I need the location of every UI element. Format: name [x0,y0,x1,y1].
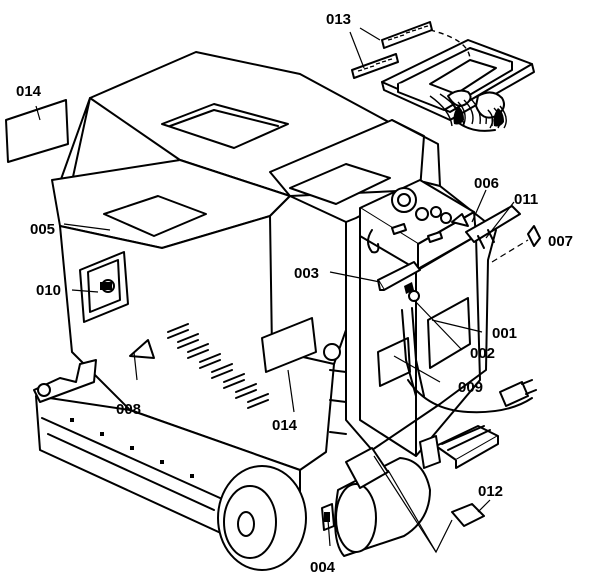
label-014-top: 014 [16,83,42,100]
vacuum-hose-assembly [381,39,535,132]
label-009: 009 [458,379,483,396]
leader-lines [35,27,515,547]
machine-body [51,51,441,471]
base-and-wheels [33,359,499,571]
label-008: 008 [116,401,141,418]
label-010: 010 [36,282,61,299]
label-001: 001 [492,325,517,342]
label-012: 012 [478,483,503,500]
label-005: 005 [30,221,55,238]
decal-strips [351,21,471,79]
clip-007 [527,225,541,247]
decal-014-loose [5,99,69,163]
label-004: 004 [310,559,336,576]
label-011: 011 [514,191,538,208]
label-014-body: 014 [272,417,298,434]
label-007: 007 [548,233,573,250]
part-labels: 013 014 005 010 006 011 007 003 001 002 … [16,11,573,576]
decal-012 [451,503,485,527]
label-013: 013 [326,11,351,28]
label-002: 002 [470,345,495,362]
label-006: 006 [474,175,499,192]
control-tower [329,179,537,457]
label-003: 003 [294,265,319,282]
